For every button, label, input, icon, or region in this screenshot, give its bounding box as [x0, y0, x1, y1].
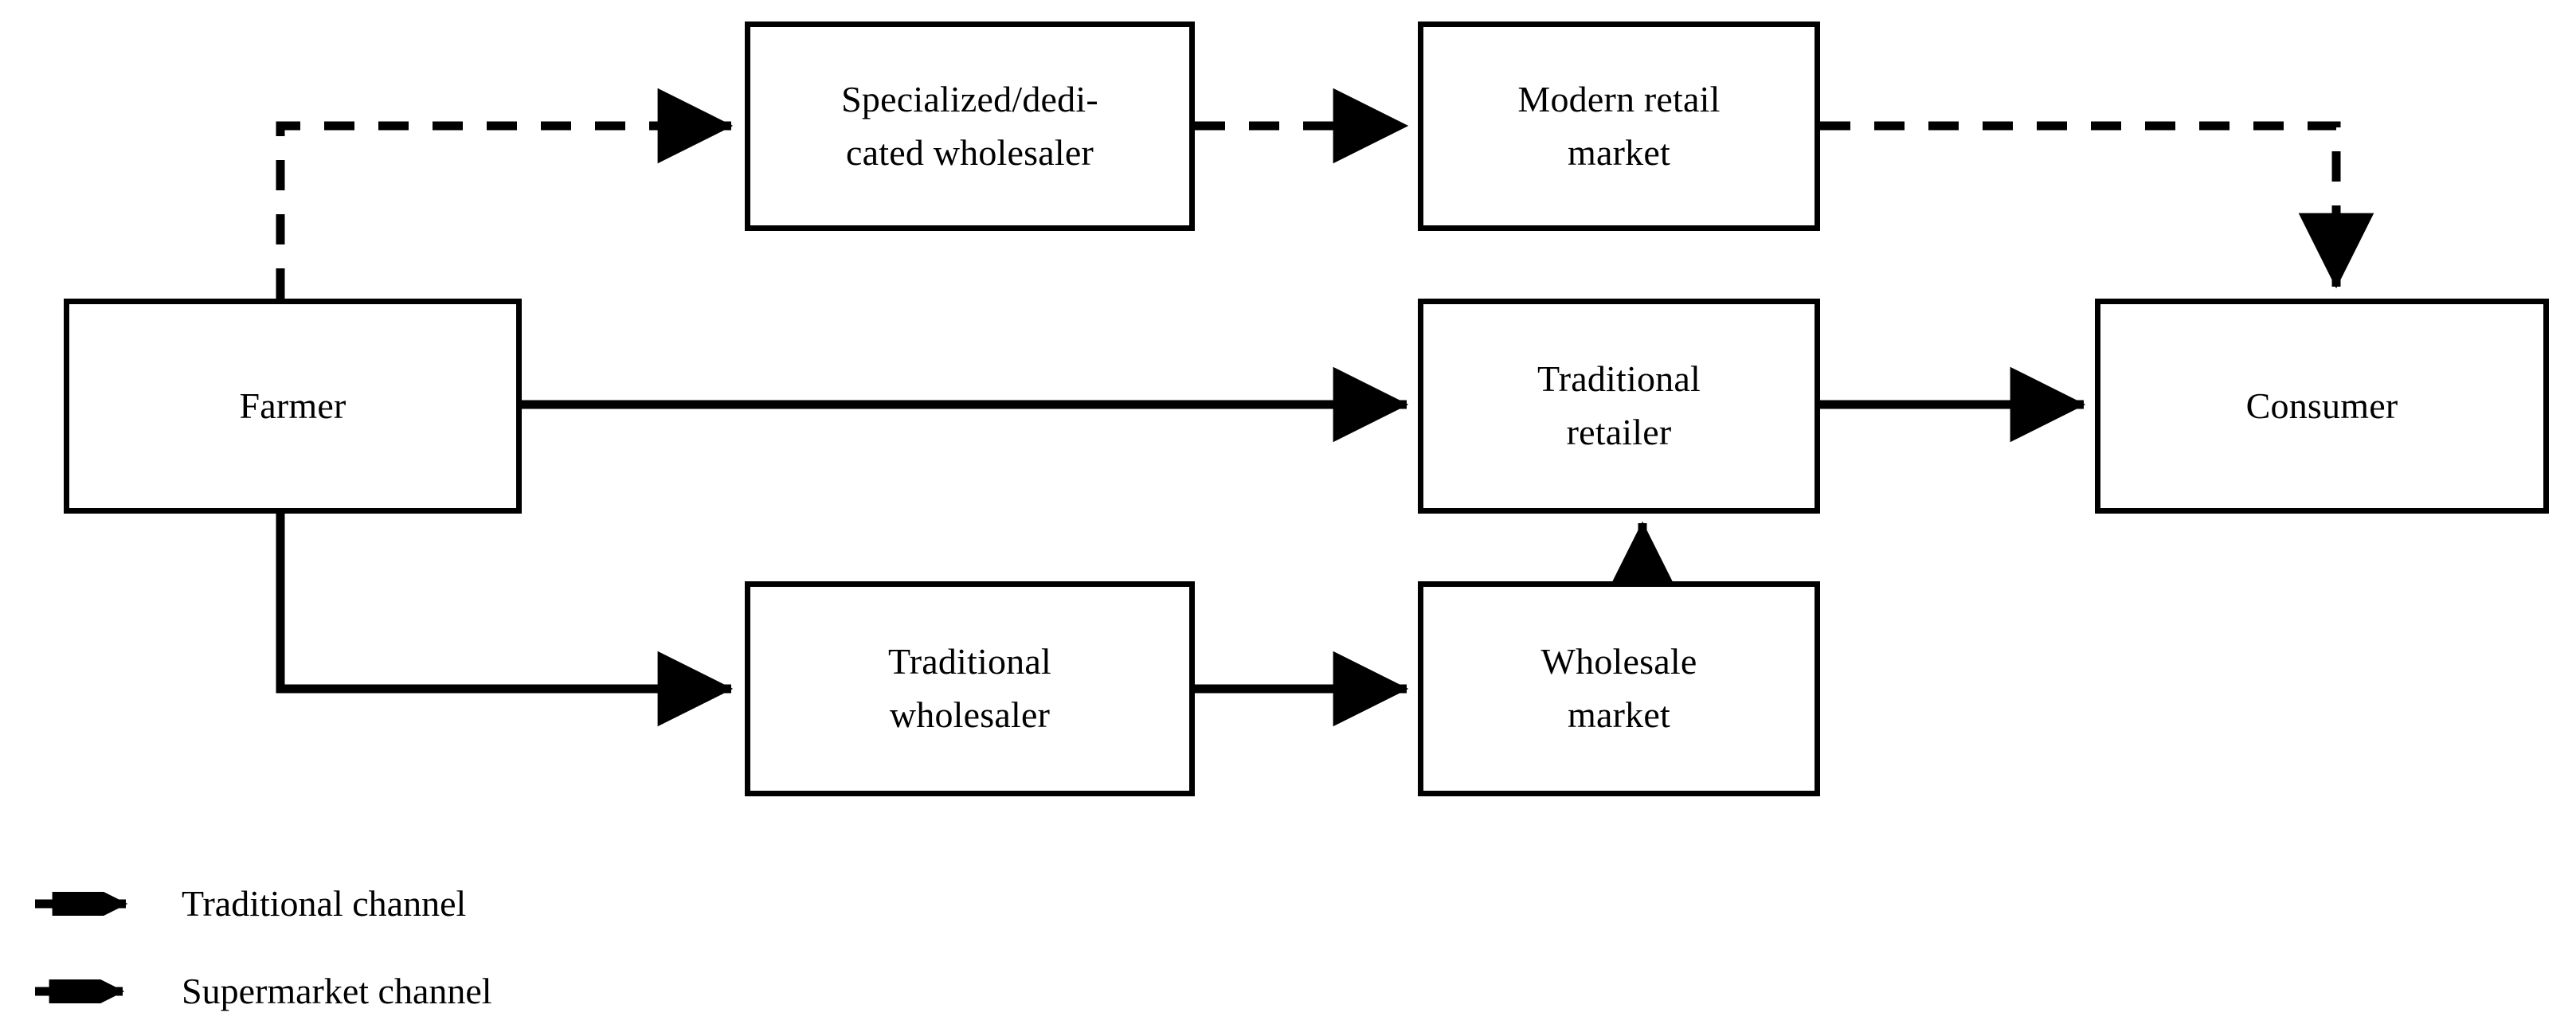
node-traditional-retailer[interactable]: Traditional retailer	[1418, 299, 1820, 514]
edge-farmer-to-traditional-wholesaler	[276, 514, 734, 727]
node-farmer[interactable]: Farmer	[64, 299, 522, 514]
node-traditional-wholesaler[interactable]: Traditional wholesaler	[745, 581, 1195, 796]
node-label-traditional-wholesaler: Traditional wholesaler	[888, 641, 1051, 735]
legend-label-traditional-channel: Traditional channel	[182, 883, 467, 924]
node-label-traditional-retailer: Traditional retailer	[1537, 358, 1701, 452]
node-label-farmer: Farmer	[239, 385, 346, 426]
legend-solid-arrow-icon	[33, 866, 145, 941]
node-specialized-wholesaler[interactable]: Specialized/dedi- cated wholesaler	[745, 22, 1195, 231]
edge-modern-retail-market-to-consumer	[1820, 121, 2374, 289]
legend-dashed-arrow-icon	[33, 953, 145, 1029]
legend-item-supermarket-channel: Supermarket channel	[33, 953, 492, 1029]
node-wholesale-market[interactable]: Wholesale market	[1418, 581, 1820, 796]
node-label-consumer: Consumer	[2245, 385, 2398, 426]
node-modern-retail-market[interactable]: Modern retail market	[1418, 22, 1820, 231]
node-label-modern-retail-market: Modern retail market	[1517, 78, 1721, 173]
legend-item-traditional-channel: Traditional channel	[33, 866, 467, 941]
node-label-specialized-wholesaler: Specialized/dedi- cated wholesaler	[841, 78, 1098, 173]
node-label-wholesale-market: Wholesale market	[1541, 641, 1697, 735]
node-consumer[interactable]: Consumer	[2095, 299, 2549, 514]
legend-label-supermarket-channel: Supermarket channel	[182, 971, 492, 1011]
edge-farmer-to-specialized-wholesaler	[276, 88, 734, 299]
